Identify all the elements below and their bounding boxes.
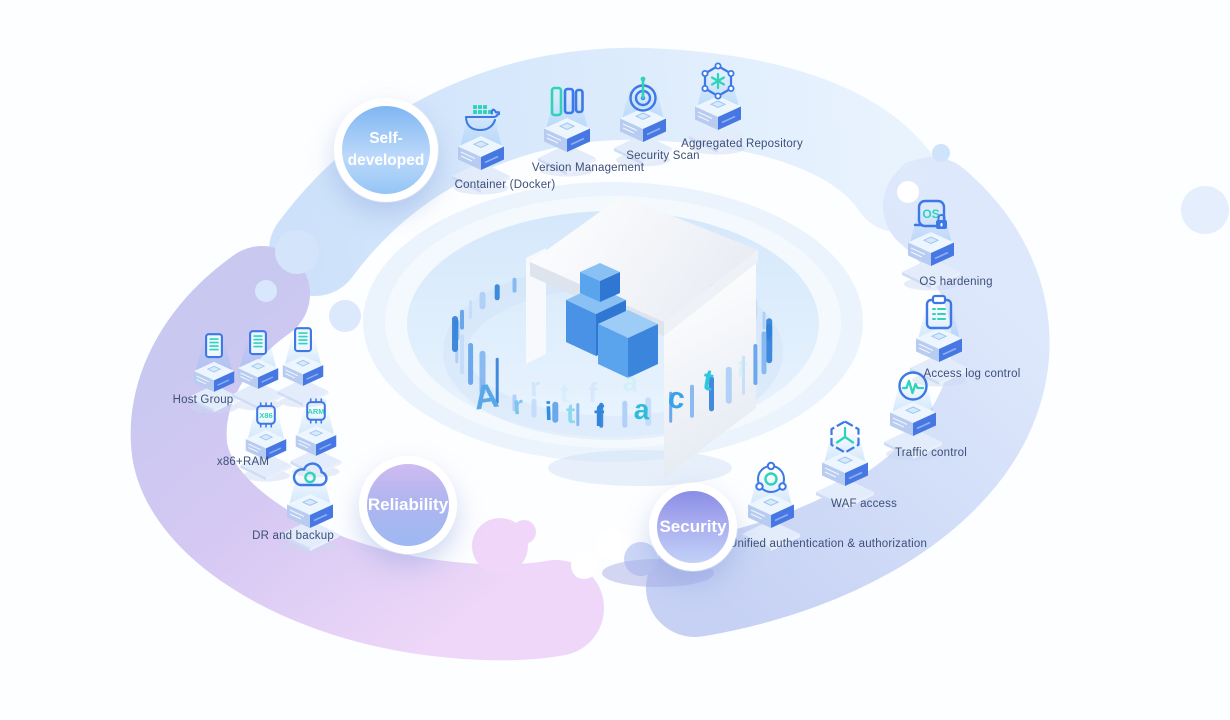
title-ghost-letter: r	[529, 371, 541, 403]
chip-arm-text: ARM	[307, 407, 324, 416]
host-tablet-icon	[205, 333, 223, 359]
left-arc	[130, 246, 604, 661]
puzzle-tabs	[255, 144, 1229, 587]
version-panels-icon	[550, 86, 584, 117]
title-letter: f	[594, 400, 604, 433]
os-icon-text: OS	[922, 207, 939, 221]
title-letter: i	[544, 395, 553, 427]
node-version-management	[533, 84, 601, 180]
label-host-group: Host Group	[172, 394, 234, 406]
clipboard-list-icon	[925, 294, 953, 330]
label-access-log-control: Access log control	[923, 368, 1021, 380]
badge-security: Security	[649, 483, 737, 571]
title-letter: A	[471, 376, 502, 418]
title-letter: t	[566, 398, 576, 429]
node-unified-auth	[737, 460, 805, 556]
cpu-chip-icon: X86	[256, 402, 276, 428]
title-letter: a	[633, 393, 651, 426]
title-letter: c	[666, 381, 687, 416]
hexagon-network-icon	[701, 62, 735, 100]
label-container-docker: Container (Docker)	[454, 179, 556, 191]
label-os-hardening: OS hardening	[919, 276, 993, 288]
label-aggregated-repository: Aggregated Repository	[681, 138, 803, 150]
label-version-management: Version Management	[531, 162, 645, 174]
shield-hexagon-icon	[830, 420, 860, 454]
host-tablet-icon	[249, 330, 267, 356]
node-chip-arm: ARM	[286, 396, 346, 480]
title-ghost-letter: t	[560, 378, 569, 408]
node-security-scan	[609, 74, 677, 170]
label-unified-auth: Unified authentication & authorization	[728, 538, 928, 550]
node-waf-access	[811, 418, 879, 514]
cpu-chip-icon: ARM	[306, 398, 326, 424]
node-host-2	[228, 329, 288, 413]
label-traffic-control: Traffic control	[894, 447, 968, 459]
label-security-scan: Security Scan	[626, 150, 700, 162]
cloud-sync-icon	[292, 462, 328, 487]
badge-self-line1: Self-	[369, 129, 403, 147]
title-ghost-letter: f	[588, 377, 598, 408]
node-aggregated-repository	[684, 62, 752, 158]
badge-security-label: Security	[659, 517, 727, 536]
os-lock-icon: OS	[913, 199, 947, 229]
node-access-log-control	[905, 294, 973, 390]
node-host-3	[273, 326, 333, 410]
host-tablet-icon	[294, 327, 312, 353]
badge-self-line2: developed	[347, 152, 425, 169]
right-arc	[646, 157, 1050, 637]
title-letter: r	[511, 389, 525, 421]
platform-icon	[280, 493, 340, 554]
pulse-circle-icon	[898, 371, 928, 401]
node-dr-backup	[276, 460, 344, 556]
label-waf-access: WAF access	[830, 498, 898, 510]
docker-whale-icon	[465, 105, 500, 131]
node-host-1	[184, 332, 244, 416]
radar-target-icon	[629, 76, 657, 112]
badge-reliability-label: Reliability	[367, 495, 449, 514]
warehouse-illustration	[526, 196, 758, 486]
label-x86-ram: x86+RAM	[216, 456, 270, 468]
ring-bars-front	[452, 316, 773, 428]
node-container-docker	[447, 102, 515, 198]
badge-self-developed: Self- developed	[334, 98, 438, 202]
auth-nodes-icon	[755, 461, 787, 493]
node-chip-x86: X86	[236, 400, 296, 484]
chip-x86-text: X86	[259, 411, 272, 420]
label-dr-and-backup: DR and backup	[252, 530, 334, 542]
node-os-hardening: OS	[897, 198, 965, 294]
badge-reliability: Reliability	[359, 456, 457, 554]
node-traffic-control	[879, 368, 947, 464]
